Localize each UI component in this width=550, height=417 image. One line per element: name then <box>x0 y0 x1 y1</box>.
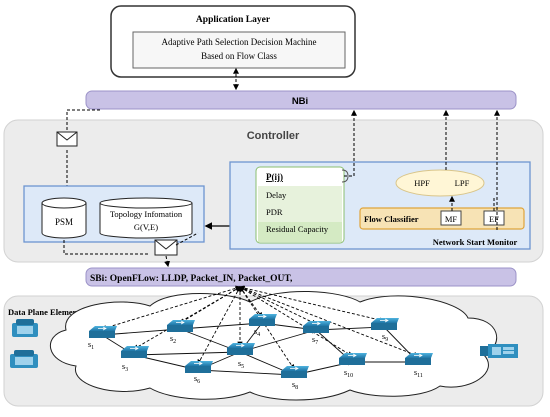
switch-label: s7 <box>312 335 318 346</box>
database-icon <box>41 197 87 239</box>
switch-icon <box>339 353 367 365</box>
data-link <box>179 320 264 330</box>
network-monitor-caption: Network Start Monitor <box>433 237 518 247</box>
network-monitor-block: Network Start Monitor P(ij) Delay PDR Re… <box>229 161 531 250</box>
sbi-label: SBi: OpenFLow: LLDP, Packet_IN, Packet_O… <box>90 274 293 284</box>
switch-label: s9 <box>382 332 388 343</box>
switch-label: s5 <box>238 359 244 370</box>
data-link <box>133 349 242 356</box>
priority-flows: HPF LPF <box>395 169 485 197</box>
topology-label-line1: Topology Infomation <box>110 209 183 219</box>
lpf-label: LPF <box>455 178 470 188</box>
switch-icon <box>281 366 309 378</box>
psm-label: PSM <box>55 217 73 227</box>
data-plane-title: Data Plane Elements <box>8 307 84 317</box>
ef-label: EF <box>489 214 499 224</box>
metric-pdr: PDR <box>266 207 283 217</box>
switch-label: s11 <box>414 368 423 379</box>
psm-envelope-link <box>63 240 150 255</box>
hpf-label: HPF <box>414 178 430 188</box>
envelope-sbi-arrow <box>164 255 171 268</box>
topology-label-line2: G(V,E) <box>134 222 158 232</box>
path-header: P(ij) <box>266 172 283 182</box>
switch-label: s6 <box>194 374 200 385</box>
switch-label: s3 <box>122 362 128 373</box>
envelope-icon <box>56 131 78 147</box>
switch-icon <box>303 321 331 333</box>
application-layer: Application Layer Adaptive Path Selectio… <box>110 5 356 78</box>
switch-icon <box>371 318 399 330</box>
switch-label: s4 <box>254 327 260 338</box>
envelope-icon-bottom <box>154 239 178 256</box>
envelope-topology-link <box>175 232 199 246</box>
application-layer-title: Application Layer <box>196 15 271 25</box>
switch-icon <box>89 326 117 338</box>
phone-icon <box>12 319 38 337</box>
switches: s1 s2 s3 s4 s5 s6 s7 s8 s9 s10 s11 <box>88 314 433 391</box>
nbi-envelope-link <box>66 109 100 130</box>
nbi-label: NBi <box>292 96 308 107</box>
switch-label: s8 <box>292 380 298 391</box>
metric-delay: Delay <box>266 190 287 200</box>
mf-label: MF <box>445 214 458 224</box>
server-icon <box>480 344 518 358</box>
switch-icon <box>405 353 433 365</box>
flow-classifier-label: Flow Classifier <box>364 214 419 224</box>
switch-icon <box>185 361 213 373</box>
switch-label: s1 <box>88 340 94 351</box>
data-plane-panel: Data Plane Elements <box>3 290 544 407</box>
control-links <box>100 285 420 370</box>
switch-icon <box>167 320 195 332</box>
switch-label: s2 <box>170 334 176 345</box>
switch-icon <box>249 314 277 326</box>
flow-classifier: Flow Classifier MF EF <box>359 207 525 230</box>
sbi-bar: SBi: OpenFLow: LLDP, Packet_IN, Packet_O… <box>85 267 517 287</box>
switch-label: s10 <box>344 368 353 379</box>
switch-icon <box>121 346 149 358</box>
data-link <box>197 369 296 378</box>
network-cloud <box>50 290 498 401</box>
switch-icon <box>227 343 255 355</box>
topology-database-icon <box>99 197 193 239</box>
decision-machine-line1: Adaptive Path Selection Decision Machine <box>162 37 317 47</box>
decision-machine-line2: Based on Flow Class <box>201 51 277 61</box>
phone-icon-2 <box>10 350 38 368</box>
metric-residual-capacity: Residual Capacity <box>266 224 329 234</box>
psm-topology-block: PSM Topology Infomation G(V,E) <box>23 185 205 243</box>
nbi-bar: NBi <box>85 90 517 110</box>
controller-title: Controller <box>247 130 300 142</box>
path-condition-panel: P(ij) Delay PDR Residual Capacity <box>255 166 349 244</box>
